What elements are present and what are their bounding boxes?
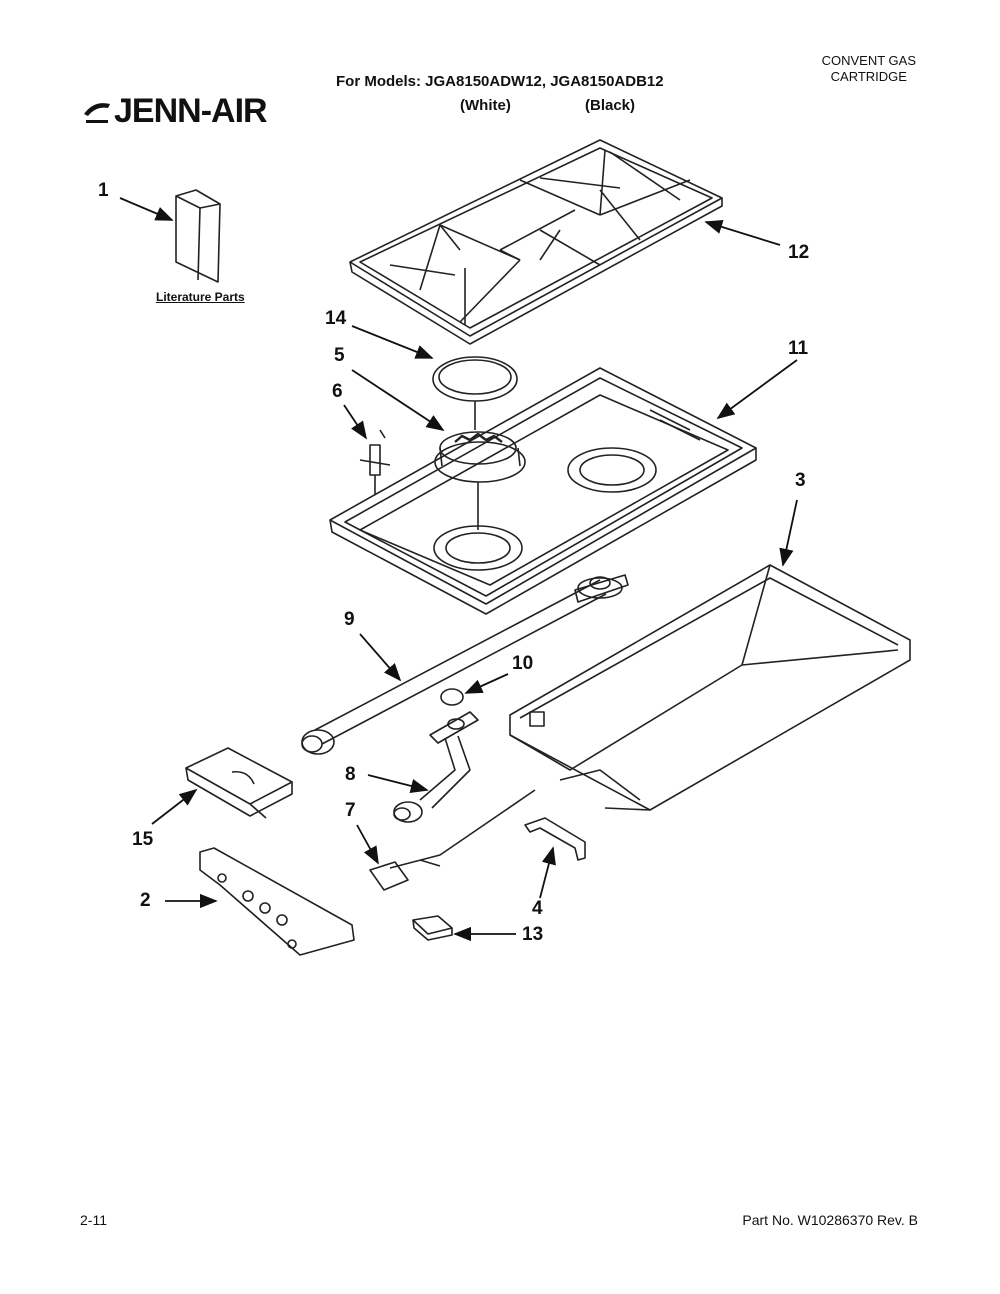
spark-electrode — [359, 429, 391, 495]
callout-arrow-6 — [343, 404, 367, 440]
callout-7: 7 — [345, 800, 356, 821]
retaining-clip — [412, 915, 453, 941]
literature-parts-label: Literature Parts — [156, 290, 245, 304]
burner-box — [509, 564, 911, 811]
callout-arrow-14 — [351, 325, 434, 359]
front-mounting-bracket — [199, 847, 355, 956]
callout-6: 6 — [332, 381, 343, 402]
callout-15: 15 — [132, 829, 154, 850]
callout-arrow-3 — [779, 499, 798, 567]
literature-booklet — [175, 189, 221, 283]
burner-cap-inner-ring — [438, 359, 512, 395]
callout-arrow-10 — [464, 673, 509, 694]
callout-8: 8 — [345, 764, 356, 785]
callout-arrow-4 — [539, 846, 556, 899]
callout-arrow-8 — [367, 774, 429, 793]
models-title: For Models: JGA8150ADW12, JGA8150ADB12 — [336, 73, 664, 90]
section-title-line1: CONVENT GAS — [821, 53, 916, 68]
brand-logo: JENN-AIR — [82, 92, 268, 131]
burner-orifice-tube — [393, 711, 479, 823]
callout-arrow-11 — [716, 359, 798, 420]
callout-arrow-15 — [151, 788, 198, 825]
callout-arrow-1 — [119, 197, 174, 221]
callout-10: 10 — [512, 653, 534, 674]
callout-9: 9 — [344, 609, 355, 630]
burner-head — [434, 431, 526, 483]
shield-plate — [185, 747, 293, 819]
ignitor-wire-harness — [369, 789, 536, 891]
burner-grate — [349, 139, 723, 345]
callout-12: 12 — [788, 242, 810, 263]
callout-11: 11 — [788, 338, 809, 359]
callout-4: 4 — [532, 898, 543, 919]
callout-13: 13 — [522, 924, 544, 945]
model-color-white: (White) — [460, 97, 511, 114]
section-title: CONVENT GAS CARTRIDGE — [822, 53, 916, 85]
mounting-bracket — [524, 817, 586, 861]
callout-14: 14 — [325, 308, 347, 329]
callout-arrow-9 — [359, 633, 402, 682]
callout-arrow-5 — [351, 369, 445, 431]
callout-arrow-7 — [356, 824, 379, 865]
part-number: Part No. W10286370 Rev. B — [742, 1212, 918, 1228]
callout-arrow-12 — [704, 219, 781, 246]
page-number: 2-11 — [80, 1212, 107, 1228]
callout-5: 5 — [334, 345, 345, 366]
callout-1: 1 — [98, 180, 109, 201]
section-title-line2: CARTRIDGE — [830, 69, 907, 84]
jenn-air-swoosh-icon — [84, 103, 110, 123]
callout-2: 2 — [140, 890, 151, 911]
callout-3: 3 — [795, 470, 806, 491]
gas-supply-tube — [301, 574, 629, 755]
brand-name: JENN-AIR — [114, 92, 268, 130]
cooktop-burner-pan — [329, 367, 757, 615]
o-ring — [440, 688, 464, 706]
model-color-black: (Black) — [585, 97, 636, 114]
